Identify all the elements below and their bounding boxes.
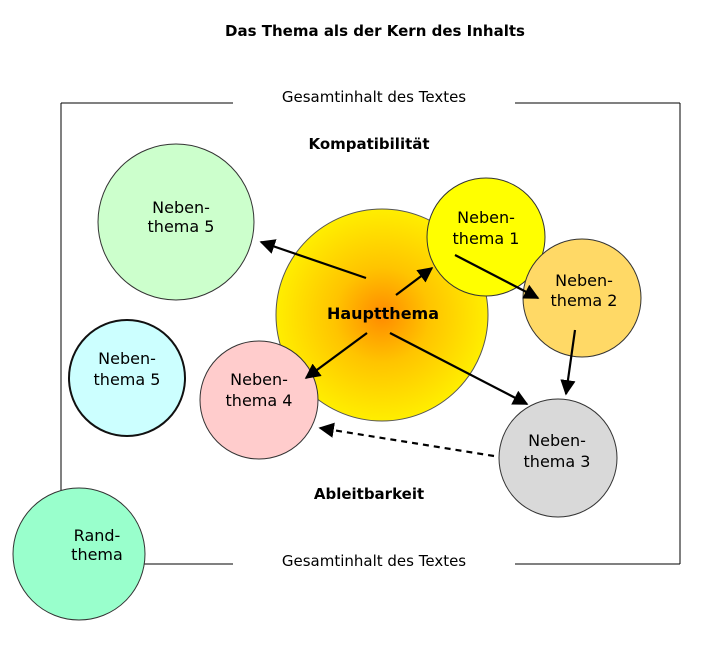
label-kompatibilitaet: Kompatibilität bbox=[308, 135, 429, 153]
nebenthema-2-line2: thema 2 bbox=[551, 291, 618, 310]
nebenthema-3-line1: Neben- bbox=[528, 431, 586, 450]
nebenthema-5-top-line2: thema 5 bbox=[148, 217, 215, 236]
nebenthema-5-left-line1: Neben- bbox=[98, 349, 156, 368]
frame-label-bottom: Gesamtinhalt des Textes bbox=[282, 552, 466, 570]
nebenthema-1-line2: thema 1 bbox=[453, 229, 520, 248]
randthema-node bbox=[12, 487, 146, 621]
randthema-label-line2: thema bbox=[71, 545, 123, 564]
nebenthema-4-line1: Neben- bbox=[230, 370, 288, 389]
nebenthema-3-line2: thema 3 bbox=[524, 452, 591, 471]
label-ableitbarkeit: Ableitbarkeit bbox=[314, 485, 424, 503]
arrow-n3-to-n4-dashed bbox=[318, 422, 495, 458]
nebenthema-3-node bbox=[498, 398, 618, 518]
nebenthema-5-left-line2: thema 5 bbox=[94, 370, 161, 389]
nebenthema-5-left-node bbox=[68, 319, 186, 437]
nebenthema-4-line2: thema 4 bbox=[226, 391, 293, 410]
nebenthema-5-top-line1: Neben- bbox=[152, 198, 210, 217]
hauptthema-label: Hauptthema bbox=[327, 304, 439, 323]
arrow-haupt-to-n4 bbox=[304, 332, 368, 379]
randthema-label-line1: Rand- bbox=[74, 526, 121, 545]
frame-label-top: Gesamtinhalt des Textes bbox=[282, 88, 466, 106]
nebenthema-5-top-node bbox=[97, 143, 255, 301]
arrow-n2-to-n3 bbox=[560, 329, 577, 396]
nebenthema-1-line1: Neben- bbox=[457, 208, 515, 227]
arrow-n1-to-n2 bbox=[454, 254, 540, 299]
nebenthema-2-line1: Neben- bbox=[555, 271, 613, 290]
arrow-haupt-to-n3 bbox=[389, 332, 529, 405]
nebenthema-4-node bbox=[199, 340, 319, 460]
arrow-haupt-to-n1 bbox=[395, 267, 434, 296]
nebenthema-1-node bbox=[426, 177, 546, 297]
arrow-haupt-to-n5 bbox=[259, 239, 367, 280]
diagram-title: Das Thema als der Kern des Inhalts bbox=[225, 22, 525, 40]
